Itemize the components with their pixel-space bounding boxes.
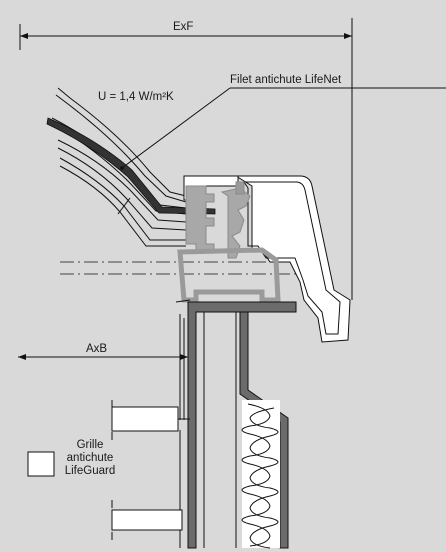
exf-label: ExF [173,21,194,33]
leader-lines [117,87,446,215]
grille-line-2: antichute [66,452,114,464]
grille-label: Grille antichute LifeGuard [60,439,120,478]
exf-dimension [19,18,353,300]
curb-walls [175,299,237,548]
axb-label: AxB [86,343,108,355]
lifenet-band [46,117,216,215]
lifeguard-grille [111,400,190,540]
grille-line-3: LifeGuard [64,465,116,477]
u-value-label: U = 1,4 W/m²K [98,91,174,103]
insulation [241,400,280,549]
frame-profile [183,175,351,343]
leader-dot [120,166,124,170]
grille-line-1: Grille [76,439,104,451]
legend-box [27,451,55,477]
glazing-panes [51,87,187,247]
lifenet-label: Filet antichute LifeNet [230,74,342,86]
